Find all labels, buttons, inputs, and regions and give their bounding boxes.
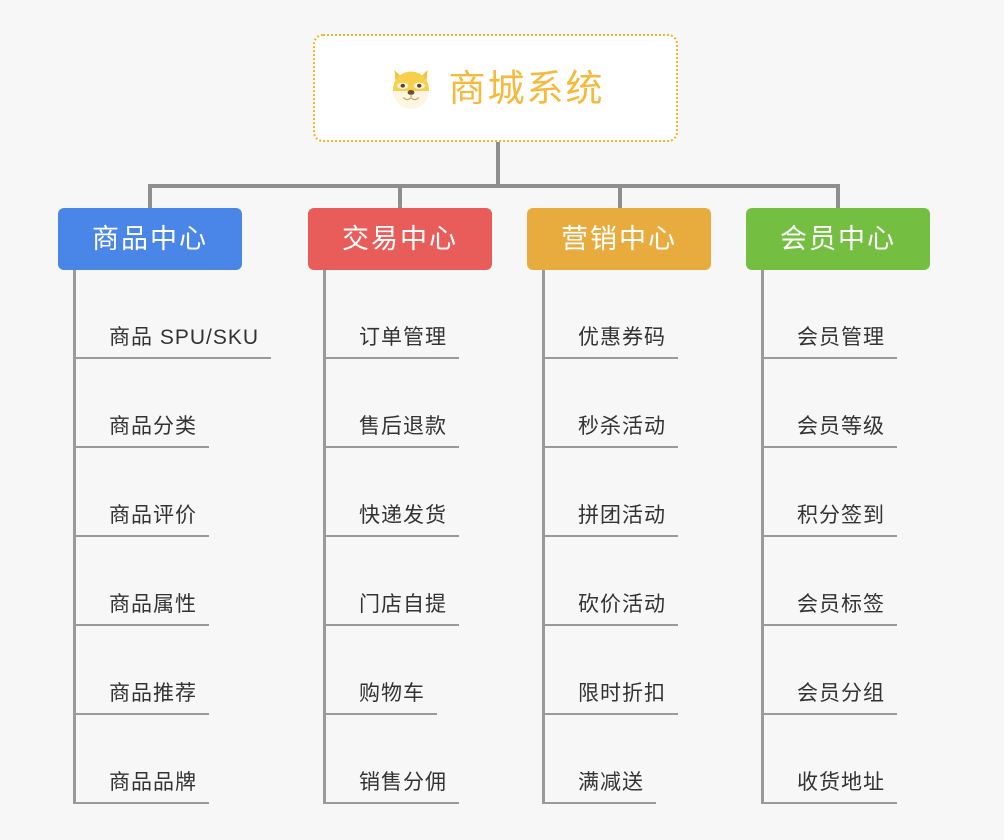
leaf-item-label: 会员等级	[797, 414, 885, 438]
leaf-item-label: 秒杀活动	[578, 414, 666, 438]
leaf-item-underline: 秒杀活动	[542, 415, 678, 448]
leaf-item-label: 商品 SPU/SKU	[109, 325, 260, 349]
leaf-item[interactable]: 销售分佣	[323, 715, 459, 804]
leaf-item[interactable]: 商品分类	[73, 359, 209, 448]
connector-root-stem	[496, 142, 500, 186]
connector-drop-2	[618, 186, 622, 210]
leaf-item-underline: 商品推荐	[73, 682, 209, 715]
leaf-item[interactable]: 满减送	[542, 715, 656, 804]
root-title: 商城系统	[448, 67, 605, 109]
leaf-item-underline: 售后退款	[323, 415, 459, 448]
leaf-item[interactable]: 商品推荐	[73, 626, 209, 715]
leaf-item-underline: 商品品牌	[73, 771, 209, 804]
leaf-item-label: 商品品牌	[109, 770, 197, 794]
leaf-item-underline: 会员管理	[761, 326, 897, 359]
leaf-item-label: 售后退款	[359, 414, 447, 438]
connector-drop-1	[398, 186, 402, 210]
leaf-item[interactable]: 限时折扣	[542, 626, 678, 715]
connector-horizontal-bar	[148, 184, 840, 188]
leaf-item-underline: 会员标签	[761, 593, 897, 626]
leaf-item-label: 砍价活动	[578, 592, 666, 616]
leaf-item-underline: 满减送	[542, 771, 656, 804]
leaf-item[interactable]: 会员管理	[761, 270, 897, 359]
column-stem	[542, 270, 545, 804]
leaf-item-underline: 商品属性	[73, 593, 209, 626]
connector-drop-0	[148, 186, 152, 210]
category-label: 营销中心	[561, 223, 677, 254]
category-box-0[interactable]: 商品中心	[58, 208, 242, 270]
category-box-2[interactable]: 营销中心	[527, 208, 711, 270]
leaf-item[interactable]: 会员分组	[761, 626, 897, 715]
leaf-item-label: 商品属性	[109, 592, 197, 616]
leaf-item-label: 商品推荐	[109, 681, 197, 705]
leaf-item[interactable]: 收货地址	[761, 715, 897, 804]
leaf-item-underline: 门店自提	[323, 593, 459, 626]
column-stem	[323, 270, 326, 804]
leaf-item[interactable]: 会员等级	[761, 359, 897, 448]
leaf-item-underline: 优惠券码	[542, 326, 678, 359]
column-stem	[73, 270, 76, 804]
leaf-item-label: 销售分佣	[359, 770, 447, 794]
column-stem	[761, 270, 764, 804]
leaf-item-label: 会员管理	[797, 325, 885, 349]
leaf-item[interactable]: 售后退款	[323, 359, 459, 448]
root-node-shop-system[interactable]: 商城系统	[313, 34, 678, 142]
leaf-item-underline: 销售分佣	[323, 771, 459, 804]
leaf-item-label: 订单管理	[359, 325, 447, 349]
leaf-item-label: 商品分类	[109, 414, 197, 438]
leaf-item-underline: 会员分组	[761, 682, 897, 715]
leaf-item-underline: 订单管理	[323, 326, 459, 359]
connector-drop-3	[836, 186, 840, 210]
leaf-item-label: 积分签到	[797, 503, 885, 527]
leaf-item[interactable]: 快递发货	[323, 448, 459, 537]
leaf-item-underline: 快递发货	[323, 504, 459, 537]
leaf-item-underline: 购物车	[323, 682, 437, 715]
leaf-item[interactable]: 订单管理	[323, 270, 459, 359]
leaf-item[interactable]: 购物车	[323, 626, 437, 715]
leaf-item-underline: 限时折扣	[542, 682, 678, 715]
shiba-dog-icon	[387, 64, 435, 112]
category-label: 会员中心	[780, 223, 896, 254]
category-box-3[interactable]: 会员中心	[746, 208, 930, 270]
leaf-item-underline: 收货地址	[761, 771, 897, 804]
leaf-item-label: 商品评价	[109, 503, 197, 527]
leaf-item[interactable]: 会员标签	[761, 537, 897, 626]
leaf-item[interactable]: 拼团活动	[542, 448, 678, 537]
category-label: 商品中心	[92, 223, 208, 254]
leaf-item[interactable]: 商品品牌	[73, 715, 209, 804]
leaf-item-underline: 商品分类	[73, 415, 209, 448]
leaf-item[interactable]: 商品 SPU/SKU	[73, 270, 272, 359]
leaf-item[interactable]: 优惠券码	[542, 270, 678, 359]
leaf-item[interactable]: 门店自提	[323, 537, 459, 626]
leaf-item-label: 会员标签	[797, 592, 885, 616]
leaf-item-underline: 会员等级	[761, 415, 897, 448]
leaf-item[interactable]: 砍价活动	[542, 537, 678, 626]
leaf-item-label: 优惠券码	[578, 325, 666, 349]
leaf-item-label: 购物车	[359, 681, 425, 705]
category-box-1[interactable]: 交易中心	[308, 208, 492, 270]
leaf-item-underline: 积分签到	[761, 504, 897, 537]
leaf-item-label: 门店自提	[359, 592, 447, 616]
leaf-item-label: 快递发货	[359, 503, 447, 527]
leaf-item-underline: 商品 SPU/SKU	[73, 325, 272, 359]
leaf-item-label: 收货地址	[797, 770, 885, 794]
leaf-item-label: 拼团活动	[578, 503, 666, 527]
leaf-item-underline: 砍价活动	[542, 593, 678, 626]
leaf-item[interactable]: 商品属性	[73, 537, 209, 626]
category-label: 交易中心	[342, 223, 458, 254]
leaf-item-label: 满减送	[578, 770, 644, 794]
leaf-item[interactable]: 积分签到	[761, 448, 897, 537]
leaf-item[interactable]: 秒杀活动	[542, 359, 678, 448]
leaf-item-label: 限时折扣	[578, 681, 666, 705]
leaf-item[interactable]: 商品评价	[73, 448, 209, 537]
leaf-item-underline: 拼团活动	[542, 504, 678, 537]
leaf-item-label: 会员分组	[797, 681, 885, 705]
leaf-item-underline: 商品评价	[73, 504, 209, 537]
